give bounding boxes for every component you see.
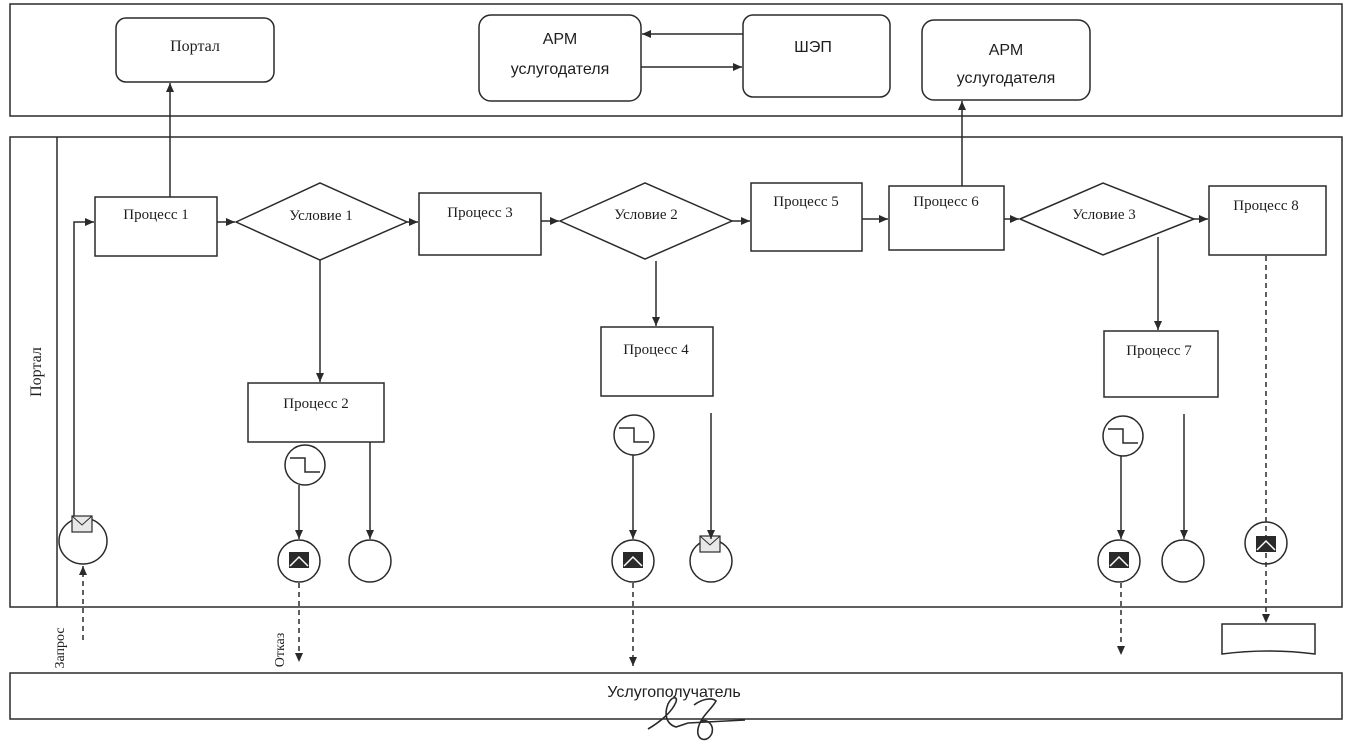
process-3-label: Процесс 3 bbox=[447, 205, 512, 221]
arm1-label-line1: АРМ bbox=[543, 31, 578, 48]
message-icon-fold bbox=[1256, 539, 1276, 551]
arm1-label-line2: услугодателя bbox=[511, 61, 610, 78]
end-event-process4 bbox=[611, 539, 655, 583]
edge-start-to-process1 bbox=[73, 218, 94, 516]
lane-recipient bbox=[9, 672, 1343, 720]
arm2-label-line1: АРМ bbox=[989, 42, 1024, 59]
end-event-process7 bbox=[1097, 539, 1141, 583]
node-process-2 bbox=[247, 382, 385, 443]
lane-top bbox=[9, 3, 1343, 117]
process-4-label: Процесс 4 bbox=[623, 342, 689, 358]
timer-icon bbox=[613, 414, 655, 456]
message-icon-fold bbox=[623, 555, 643, 567]
envelope-icon-flap bbox=[699, 535, 721, 546]
condition-1-label: Условие 1 bbox=[289, 208, 352, 224]
message-icon bbox=[1109, 552, 1129, 568]
process-1-label: Процесс 1 bbox=[123, 207, 188, 223]
document-icon bbox=[1221, 623, 1316, 655]
message-icon bbox=[623, 552, 643, 568]
condition-2-label: Условие 2 bbox=[614, 207, 677, 223]
process-8-label: Процесс 8 bbox=[1233, 198, 1298, 214]
portal-top-label: Портал bbox=[170, 38, 220, 55]
timer-icon bbox=[1102, 415, 1144, 457]
refusal-label: Отказ bbox=[273, 632, 288, 667]
node-process-8 bbox=[1208, 185, 1327, 256]
process-7-label: Процесс 7 bbox=[1126, 343, 1192, 359]
end-event-refusal bbox=[277, 539, 321, 583]
arm2-label-line2: услугодателя bbox=[957, 70, 1056, 87]
condition-3-label: Условие 3 bbox=[1072, 207, 1135, 223]
node-process-1 bbox=[94, 196, 218, 257]
shep-label: ШЭП bbox=[794, 39, 832, 56]
node-arm-2 bbox=[921, 19, 1091, 101]
signature bbox=[647, 696, 746, 741]
node-process-5 bbox=[750, 182, 863, 252]
end-event-2 bbox=[348, 539, 392, 583]
node-process-4 bbox=[600, 326, 714, 397]
node-process-3 bbox=[418, 192, 542, 256]
message-icon-fold bbox=[1109, 555, 1129, 567]
portal-lane-label: Портал bbox=[28, 347, 45, 397]
timer-icon bbox=[284, 444, 326, 486]
recipient-label: Услугополучатель bbox=[607, 684, 740, 701]
lane-portal bbox=[9, 136, 1343, 608]
request-label: Запрос bbox=[53, 627, 68, 668]
node-shep bbox=[742, 14, 891, 98]
timer-hand bbox=[290, 457, 320, 473]
message-icon bbox=[289, 552, 309, 568]
process-5-label: Процесс 5 bbox=[773, 194, 838, 210]
node-process-7 bbox=[1103, 330, 1219, 398]
timer-hand bbox=[619, 427, 649, 443]
process-2-label: Процесс 2 bbox=[283, 396, 348, 412]
timer-hand bbox=[1108, 428, 1138, 444]
end-event-6 bbox=[1161, 539, 1205, 583]
message-icon-fold bbox=[289, 555, 309, 567]
node-portal-top bbox=[115, 17, 275, 83]
node-process-6 bbox=[888, 185, 1005, 251]
envelope-icon-flap bbox=[71, 515, 93, 526]
node-arm-1 bbox=[478, 14, 642, 102]
process-6-label: Процесс 6 bbox=[913, 194, 979, 210]
